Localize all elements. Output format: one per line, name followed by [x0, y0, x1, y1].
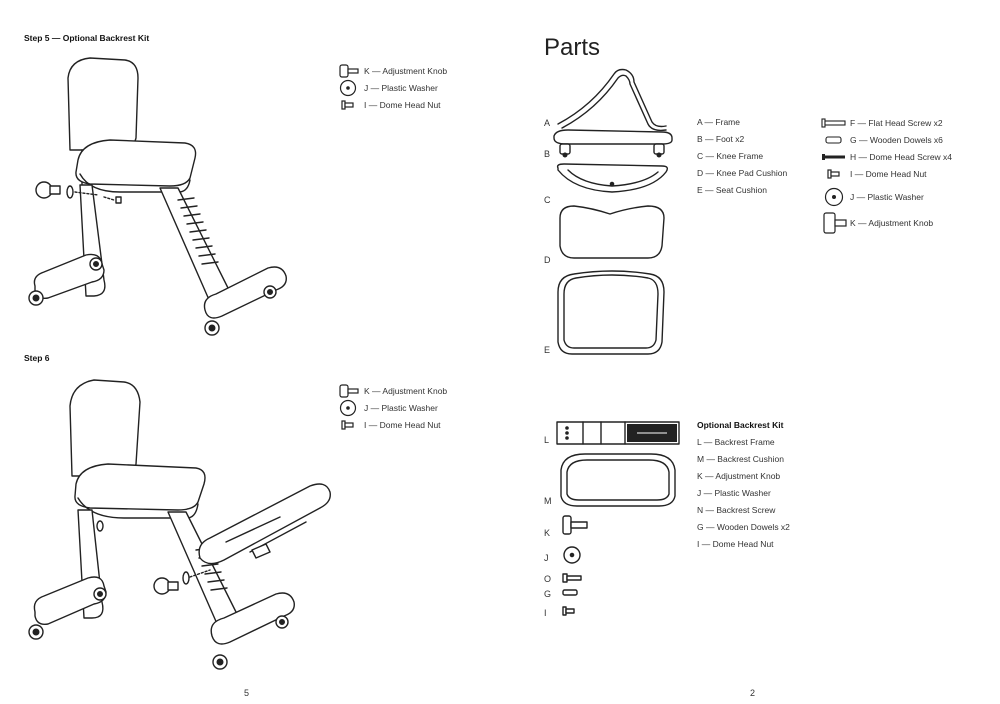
legend-row: I — Dome Head Nut	[332, 416, 447, 433]
dome-head-nut-icon	[332, 419, 364, 431]
legend-row: K — Adjustment Knob	[332, 62, 447, 79]
hardware-row: G — Wooden Dowels x6	[818, 131, 943, 148]
legend-row: J — Plastic Washer	[332, 399, 447, 416]
legend-label: I — Dome Head Nut	[364, 99, 441, 110]
page-number-right: 2	[750, 688, 756, 698]
hardware-label: I — Dome Head Nut	[850, 168, 927, 179]
dome-head-nut-icon	[332, 99, 364, 111]
step5-chair-illustration	[28, 57, 287, 336]
part-a-label: A — Frame	[697, 117, 740, 127]
legend-label: K — Adjustment Knob	[364, 65, 448, 76]
part-e-label: E — Seat Cushion	[697, 185, 767, 195]
kit-item-label: L — Backrest Frame	[697, 437, 775, 447]
optional-kit-illustration	[556, 421, 680, 616]
part-letter-d: D	[544, 255, 551, 265]
dome-head-screw-icon	[818, 153, 850, 161]
legend-label: I — Dome Head Nut	[364, 419, 441, 430]
adjustment-knob-icon	[818, 212, 850, 234]
part-letter-e: E	[544, 345, 551, 355]
wooden-dowel-icon	[818, 135, 850, 144]
hardware-row: K — Adjustment Knob	[818, 211, 933, 235]
dome-head-nut-icon	[818, 168, 850, 180]
kit-letter-j: J	[544, 553, 549, 563]
plastic-washer-icon	[818, 187, 850, 207]
parts-title: Parts	[544, 34, 601, 61]
part-c-label: C — Knee Frame	[697, 151, 764, 161]
hardware-row: J — Plastic Washer	[818, 186, 924, 208]
hardware-label: F — Flat Head Screw x2	[850, 117, 943, 128]
legend-row: I — Dome Head Nut	[332, 96, 447, 113]
hardware-label: H — Dome Head Screw x4	[850, 151, 953, 162]
step6-legend: K — Adjustment Knob J — Plastic Washer I…	[332, 382, 447, 433]
part-b-label: B — Foot x2	[697, 134, 745, 144]
optional-kit-title: Optional Backrest Kit	[697, 420, 784, 430]
step5-title: Step 5 — Optional Backrest Kit	[24, 33, 150, 43]
kit-item-label: N — Backrest Screw	[697, 505, 776, 515]
adjustment-knob-icon	[332, 383, 364, 398]
kit-item-label: M — Backrest Cushion	[697, 454, 784, 464]
legend-label: J — Plastic Washer	[364, 402, 438, 413]
optional-kit-list: Optional Backrest Kit L — Backrest Frame…	[697, 417, 790, 553]
plastic-washer-icon	[332, 399, 364, 417]
flat-head-screw-icon	[818, 117, 850, 128]
left-page: Step 5 — Optional Backrest Kit	[24, 33, 447, 698]
page-number-left: 5	[244, 688, 250, 698]
kit-item-label: K — Adjustment Knob	[697, 471, 781, 481]
step5-legend: K — Adjustment Knob J — Plastic Washer I…	[332, 62, 447, 113]
kit-letter-o: O	[544, 574, 552, 584]
hardware-label: J — Plastic Washer	[850, 192, 924, 202]
step6-chair-illustration	[28, 379, 331, 670]
parts-illustration	[553, 68, 673, 355]
plastic-washer-icon	[332, 79, 364, 97]
step6-title: Step 6	[24, 353, 50, 363]
part-d-label: D — Knee Pad Cushion	[697, 168, 788, 178]
adjustment-knob-icon	[332, 63, 364, 78]
kit-letter-k: K	[544, 528, 551, 538]
kit-item-label: G — Wooden Dowels x2	[697, 522, 790, 532]
kit-letter-l: L	[544, 435, 550, 445]
hardware-row: F — Flat Head Screw x2	[818, 114, 943, 131]
parts-list: A — Frame B — Foot x2 C — Knee Frame D —…	[697, 114, 787, 199]
legend-row: J — Plastic Washer	[332, 79, 447, 96]
part-letter-a: A	[544, 118, 551, 128]
legend-label: K — Adjustment Knob	[364, 385, 448, 396]
kit-letter-m: M	[544, 496, 552, 506]
legend-label: J — Plastic Washer	[364, 82, 438, 93]
kit-item-label: J — Plastic Washer	[697, 488, 771, 498]
hardware-label: G — Wooden Dowels x6	[850, 134, 943, 145]
kit-letter-i: I	[544, 608, 547, 618]
legend-row: K — Adjustment Knob	[332, 382, 447, 399]
part-letter-c: C	[544, 195, 551, 205]
hardware-label: K — Adjustment Knob	[850, 218, 934, 228]
part-letter-b: B	[544, 149, 551, 159]
hardware-row: I — Dome Head Nut	[818, 165, 927, 182]
hardware-row: H — Dome Head Screw x4	[818, 148, 952, 165]
kit-item-label: I — Dome Head Nut	[697, 539, 774, 549]
kit-letter-g: G	[544, 589, 552, 599]
